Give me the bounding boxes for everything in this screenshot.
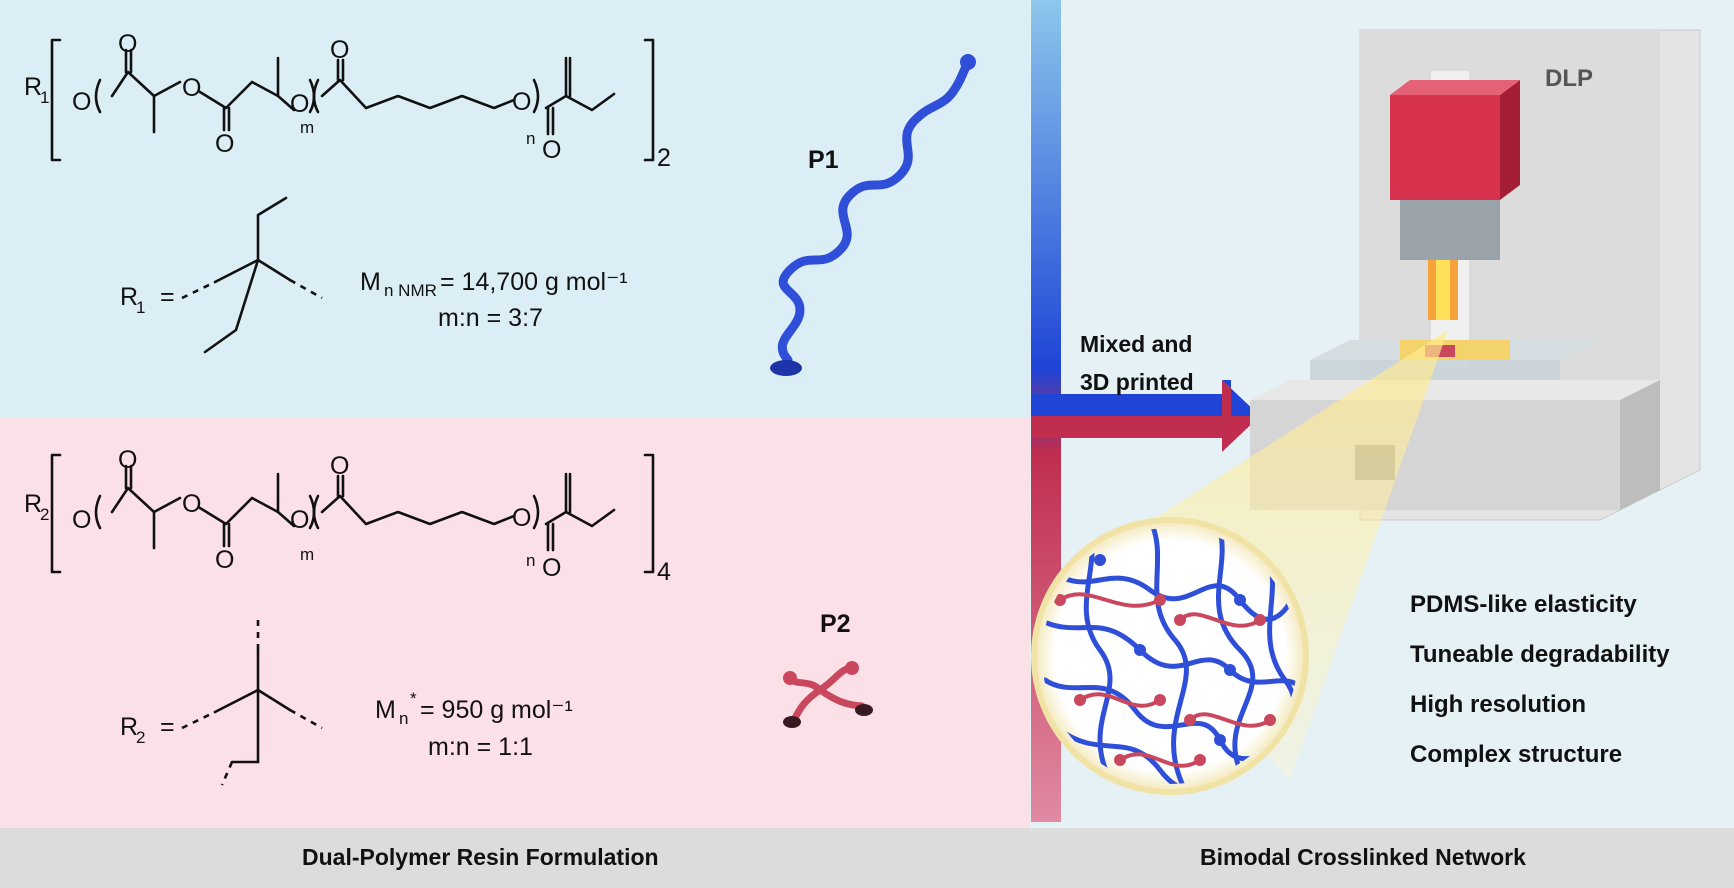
- svg-text:2: 2: [657, 144, 671, 172]
- svg-text:4: 4: [657, 558, 671, 586]
- process-line1: Mixed and: [1080, 331, 1192, 357]
- svg-text:=: =: [160, 713, 175, 741]
- svg-text:*: *: [410, 689, 417, 708]
- svg-text:O: O: [215, 130, 234, 158]
- p2-label: P2: [820, 610, 851, 638]
- svg-text:O: O: [215, 546, 234, 574]
- p2-r-definition: R 2 =: [120, 615, 323, 786]
- p1-ratio: m:n = 3:7: [438, 304, 543, 332]
- svg-text:m: m: [300, 118, 314, 137]
- dlp-printer: DLP: [1250, 29, 1701, 521]
- p1-mn-value: = 14,700 g mol⁻¹: [440, 268, 628, 296]
- svg-text:R: R: [24, 490, 42, 518]
- svg-text:=: =: [160, 283, 175, 311]
- p2-mn-value: = 950 g mol⁻¹: [420, 696, 573, 724]
- svg-text:O: O: [542, 554, 561, 582]
- svg-text:n NMR: n NMR: [384, 281, 437, 300]
- svg-text:2: 2: [136, 728, 145, 747]
- p1-r-atom: R: [24, 73, 42, 101]
- property-3: High resolution: [1410, 691, 1586, 718]
- right-footer-label: Bimodal Crosslinked Network: [1200, 844, 1526, 870]
- svg-text:O: O: [330, 36, 349, 64]
- p2-panel: [0, 418, 1030, 828]
- property-1: PDMS-like elasticity: [1410, 591, 1637, 618]
- p2-structure: R 2 O O O O O m O O n O 4: [24, 446, 671, 586]
- mixed-printed-arrow: [1031, 380, 1260, 452]
- left-footer-label: Dual-Polymer Resin Formulation: [302, 844, 659, 870]
- property-4: Complex structure: [1410, 741, 1622, 768]
- p2-star-polymer: [786, 664, 866, 724]
- p1-linear-polymer: [777, 57, 973, 365]
- svg-text:O: O: [290, 90, 309, 118]
- property-2: Tuneable degradability: [1410, 641, 1670, 668]
- projection-beam: [1090, 330, 1448, 780]
- svg-text:O: O: [512, 504, 531, 532]
- svg-text:m: m: [300, 545, 314, 564]
- p2-ratio: m:n = 1:1: [428, 733, 533, 761]
- svg-text:O: O: [118, 30, 137, 58]
- printer-label: DLP: [1545, 65, 1593, 92]
- svg-text:1: 1: [40, 88, 49, 107]
- p1-panel: [0, 0, 1030, 418]
- svg-text:O: O: [72, 88, 91, 116]
- svg-text:O: O: [330, 452, 349, 480]
- svg-text:n: n: [526, 551, 535, 570]
- p1-structure: R 1 O O O O O m O O n O 2: [24, 30, 671, 172]
- svg-text:R: R: [120, 713, 138, 741]
- svg-text:O: O: [182, 490, 201, 518]
- svg-text:2: 2: [40, 505, 49, 524]
- svg-text:O: O: [290, 506, 309, 534]
- svg-text:n: n: [526, 129, 535, 148]
- p2-mn-label: M: [375, 696, 396, 724]
- svg-text:1: 1: [136, 298, 145, 317]
- p1-r-definition: R 1 =: [120, 196, 323, 354]
- footer-bar: [0, 828, 1734, 888]
- p1-mn-label: M: [360, 268, 381, 296]
- svg-text:O: O: [542, 136, 561, 164]
- p1-label: P1: [808, 146, 839, 174]
- svg-text:O: O: [72, 506, 91, 534]
- svg-text:O: O: [118, 446, 137, 474]
- process-line2: 3D printed: [1080, 369, 1194, 395]
- svg-text:R: R: [120, 283, 138, 311]
- svg-text:n: n: [399, 709, 408, 728]
- svg-text:O: O: [182, 74, 201, 102]
- svg-text:O: O: [512, 88, 531, 116]
- crosslinked-network-view: [1031, 517, 1309, 795]
